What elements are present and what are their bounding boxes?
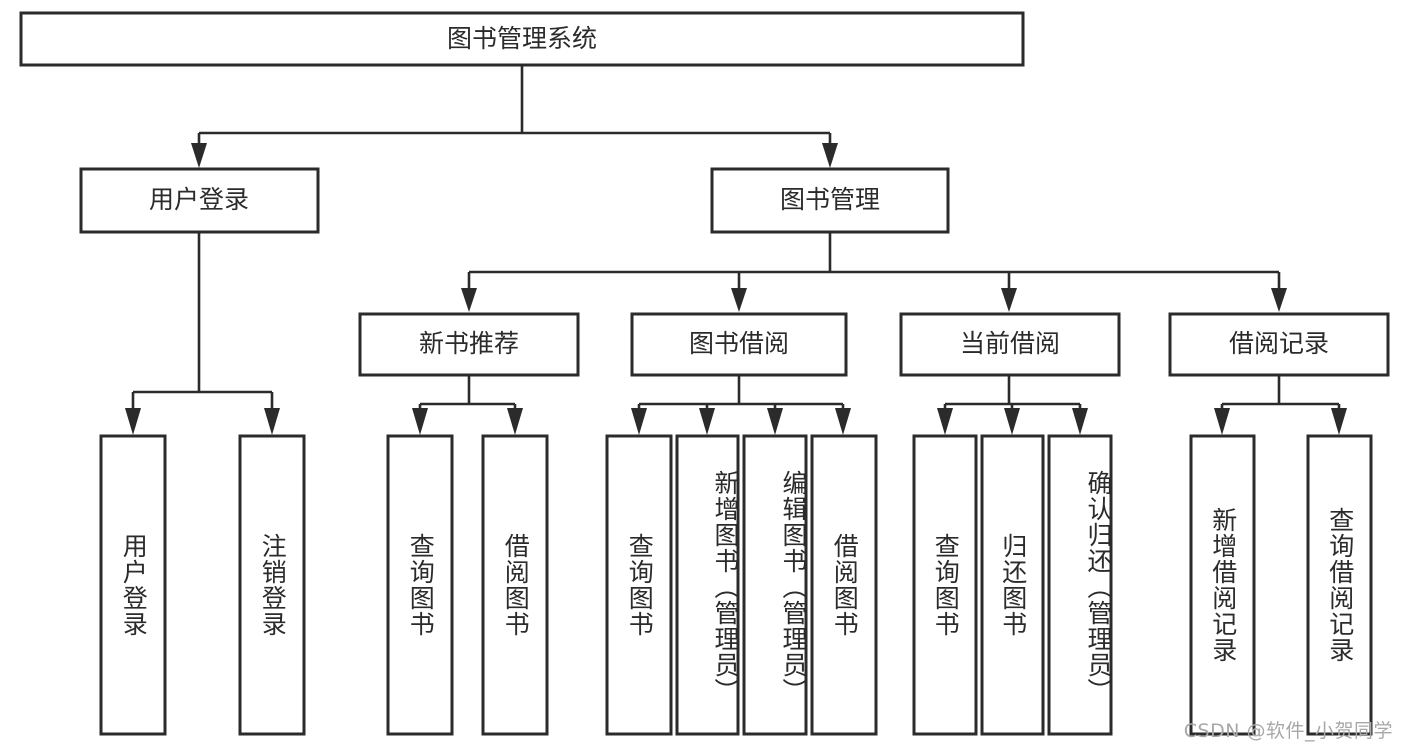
root-label: 图书管理系统: [447, 24, 597, 53]
book-manage-label: 图书管理: [780, 185, 880, 214]
new-book-recommend-label: 新书推荐: [419, 329, 519, 358]
arrowhead-bb-leaf3: [767, 408, 783, 435]
leaf-box-nb-query-book[interactable]: [386, 434, 454, 736]
arrowhead-br-leaf2: [1331, 408, 1347, 435]
leaf-box-br-query-record[interactable]: [1306, 434, 1373, 736]
arrowhead-book-manage: [822, 143, 838, 168]
arrowhead-bb-leaf4: [835, 408, 851, 435]
borrow-record-label: 借阅记录: [1229, 329, 1329, 358]
arrowhead-book-borrow: [731, 288, 747, 312]
node-root[interactable]: 图书管理系统: [19, 11, 1025, 67]
leaf-box-bb-query-book[interactable]: [605, 434, 673, 736]
arrowhead-new-book: [461, 288, 477, 312]
node-book-borrow[interactable]: 图书借阅: [630, 312, 848, 377]
leaf-boxes-layer: [99, 434, 1373, 736]
new-book-recommend-box[interactable]: [358, 312, 580, 377]
arrowhead-bb-leaf1: [631, 408, 647, 435]
arrowhead-br-leaf1: [1214, 408, 1230, 435]
borrow-record-box[interactable]: [1168, 312, 1390, 377]
user-login-box[interactable]: [79, 167, 320, 234]
root-box[interactable]: [19, 11, 1025, 67]
arrowhead-nb-leaf1: [412, 408, 428, 435]
edges-layer: [125, 65, 1347, 435]
arrowhead-leaf-user-login: [125, 408, 141, 435]
leaf-box-nb-borrow-book[interactable]: [481, 434, 549, 736]
watermark: CSDN @软件_小贺同学: [1183, 720, 1393, 742]
arrowhead-borrow-record: [1271, 288, 1287, 312]
arrowhead-bb-leaf2: [699, 408, 715, 435]
book-manage-box[interactable]: [710, 167, 950, 234]
arrowhead-nb-leaf2: [507, 408, 523, 435]
book-borrow-box[interactable]: [630, 312, 848, 377]
arrowhead-leaf-logout: [264, 408, 280, 435]
leaf-box-bb-borrow-book[interactable]: [810, 434, 878, 736]
leaf-box-cb-query-book[interactable]: [912, 434, 978, 736]
leaf-box-bb-add-book[interactable]: [675, 434, 740, 736]
node-current-borrow[interactable]: 当前借阅: [899, 312, 1121, 377]
leaf-box-bb-edit-book[interactable]: [742, 434, 808, 736]
node-new-book-recommend[interactable]: 新书推荐: [358, 312, 580, 377]
book-borrow-label: 图书借阅: [689, 329, 789, 358]
leaf-box-logout[interactable]: [238, 434, 306, 736]
current-borrow-box[interactable]: [899, 312, 1121, 377]
node-user-login[interactable]: 用户登录: [79, 167, 320, 234]
current-borrow-label: 当前借阅: [960, 329, 1060, 358]
user-login-label: 用户登录: [149, 185, 249, 214]
arrowhead-current-borrow: [1001, 288, 1017, 312]
leaf-box-cb-return-book[interactable]: [980, 434, 1045, 736]
arrowhead-cb-leaf3: [1072, 408, 1088, 435]
leaf-box-cb-confirm-return[interactable]: [1047, 434, 1113, 736]
leaf-box-user-login[interactable]: [99, 434, 167, 736]
node-borrow-record[interactable]: 借阅记录: [1168, 312, 1390, 377]
arrowhead-user-login: [191, 143, 207, 168]
leaf-box-br-add-record[interactable]: [1189, 434, 1256, 736]
arrowhead-cb-leaf1: [937, 408, 953, 435]
arrowhead-cb-leaf2: [1004, 408, 1020, 435]
node-book-manage[interactable]: 图书管理: [710, 167, 950, 234]
